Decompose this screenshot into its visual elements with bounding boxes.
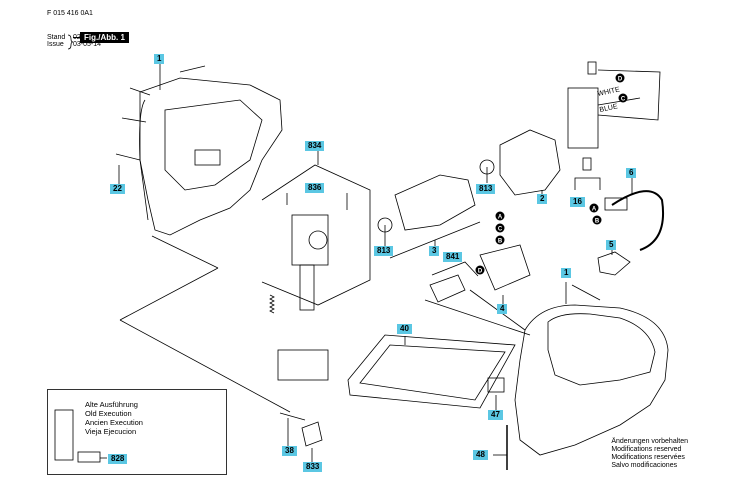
- plug: [597, 251, 631, 276]
- connector-marker: [495, 211, 505, 221]
- wire-white: [597, 69, 661, 121]
- inset-part-outline: [54, 409, 74, 461]
- part-tag: 828: [108, 454, 128, 464]
- lower-guide: [277, 349, 329, 381]
- issue-label: Issue: [47, 41, 64, 48]
- part-tag: 3: [429, 246, 440, 256]
- housing-slot: [194, 149, 221, 166]
- wire-blue: [597, 97, 641, 106]
- connector-marker: [592, 215, 602, 225]
- connector-letter: D: [478, 268, 483, 274]
- part-tag: 5: [606, 240, 617, 250]
- connector-letter: A: [498, 214, 503, 220]
- part-tag: 16: [570, 197, 585, 207]
- part-tag: 48: [473, 450, 488, 460]
- screw: [179, 65, 206, 73]
- leader-line: [431, 261, 479, 277]
- part-tag: 836: [305, 183, 325, 193]
- guide-roller: [308, 230, 328, 250]
- clamp-piece: [301, 421, 323, 447]
- screw: [121, 117, 147, 123]
- drawing-number: F 015 416 0A1: [47, 10, 93, 17]
- field-coil: [499, 129, 561, 196]
- switch-lever: [429, 274, 466, 303]
- connector-marker: [615, 73, 625, 83]
- part-tag: 40: [397, 324, 412, 334]
- inset-line: Ancien Execution: [85, 418, 143, 427]
- inset-line: Vieja Ejecucion: [85, 427, 137, 436]
- part-tag: 4: [497, 304, 508, 314]
- connector-marker: [618, 93, 628, 103]
- housing-edge: [139, 99, 149, 221]
- part-tag: 1: [561, 268, 572, 278]
- power-cable: [611, 190, 664, 251]
- connector-letter: C: [498, 226, 503, 232]
- part-tag: 813: [476, 184, 496, 194]
- assembly-line: [119, 267, 219, 321]
- new-date: 03-05-14: [73, 41, 102, 48]
- housing-half-left: [139, 77, 283, 236]
- clamp-block: [487, 377, 505, 393]
- part-tag: 2: [537, 194, 548, 204]
- connector-plug: [587, 61, 597, 75]
- assembly-line: [571, 284, 601, 301]
- stroke-rod: [299, 264, 315, 311]
- note-line: Modifications reserved: [611, 446, 682, 453]
- group-834-frame: [261, 164, 371, 306]
- assembly-line: [424, 299, 531, 336]
- connector-letter: B: [595, 218, 600, 224]
- connector-letter: D: [618, 76, 623, 82]
- part-tag: 38: [282, 446, 297, 456]
- inset-line: Alte Ausführung: [85, 400, 138, 409]
- connector-marker: [475, 265, 485, 275]
- connector-marker: [589, 203, 599, 213]
- part-tag: 813: [374, 246, 394, 256]
- part-tag: 841: [443, 252, 463, 262]
- figure-label: Fig./Abb. 1: [80, 32, 129, 43]
- inset-line: Old Execution: [85, 409, 132, 418]
- wire-label-blue: BLUE: [599, 103, 619, 114]
- connector-marker: [495, 235, 505, 245]
- base-plate-inner: [359, 344, 506, 401]
- inset-text: Alte Ausführung Old Execution Ancien Exe…: [85, 400, 143, 436]
- date-brace: [67, 34, 74, 50]
- note-line: Modifications reservées: [611, 454, 685, 461]
- armature: [394, 174, 476, 231]
- part-tag: 834: [305, 141, 325, 151]
- connector-plug: [582, 157, 592, 171]
- screw: [115, 153, 141, 161]
- stroke-rod-block: [291, 214, 329, 266]
- connector-letter: C: [621, 96, 626, 102]
- note-line: Änderungen vorbehalten: [611, 438, 688, 445]
- jigsaw-body: [514, 304, 669, 456]
- modification-notes: Änderungen vorbehalten Modifications res…: [611, 438, 688, 470]
- pin: [279, 412, 306, 421]
- old-execution-inset: Alte Ausführung Old Execution Ancien Exe…: [47, 389, 227, 475]
- screw: [129, 87, 151, 96]
- jigsaw-handle: [547, 313, 656, 386]
- note-line: Salvo modificaciones: [611, 462, 678, 469]
- trigger-switch: [479, 244, 531, 291]
- assembly-line: [151, 235, 219, 269]
- part-tag: 22: [110, 184, 125, 194]
- cable-sleeve: [604, 197, 628, 211]
- spring: [269, 294, 275, 314]
- connector-letter: A: [592, 206, 597, 212]
- assembly-line: [119, 319, 291, 413]
- switch-assembly: [567, 87, 599, 149]
- connector-letter: B: [498, 238, 503, 244]
- part-tag: 47: [488, 410, 503, 420]
- wire-label-white: WHITE: [597, 86, 621, 98]
- part-tag: 1: [154, 54, 165, 64]
- part-tag: 833: [303, 462, 323, 472]
- inset-part-828: [77, 451, 101, 463]
- connector-marker: [495, 223, 505, 233]
- leader-line: [574, 177, 601, 190]
- base-plate: [347, 334, 516, 409]
- housing-inner: [164, 99, 263, 191]
- part-tag: 6: [626, 168, 637, 178]
- stand-label: Stand: [47, 34, 66, 41]
